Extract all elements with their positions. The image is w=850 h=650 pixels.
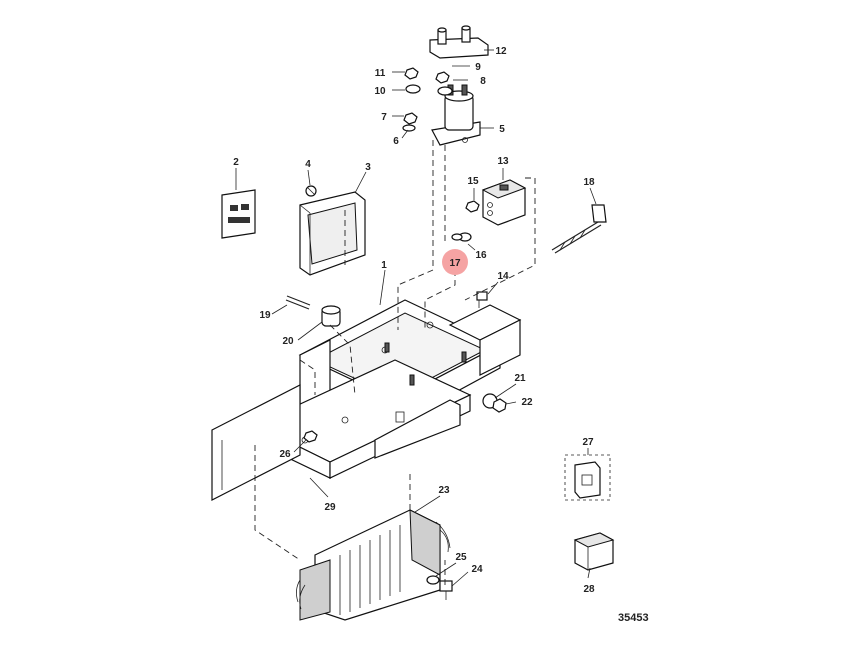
- bracket-nut: [303, 430, 318, 443]
- callout-label: 22: [521, 397, 533, 408]
- callout-label: 27: [582, 437, 594, 448]
- callout-24[interactable]: 24: [471, 564, 483, 575]
- callout-label: 3: [365, 162, 371, 173]
- callout-label: 11: [375, 68, 386, 79]
- callout-label: 19: [259, 310, 271, 321]
- callout-25[interactable]: 25: [455, 552, 467, 563]
- callout-14[interactable]: 14: [497, 271, 509, 282]
- mounting-bracket: [211, 299, 522, 501]
- callout-label: 4: [305, 159, 311, 170]
- callout-label: 24: [471, 564, 483, 575]
- relay: [573, 532, 615, 571]
- highlight-circle: [442, 249, 468, 275]
- relay-connector: [481, 179, 527, 226]
- callout-26[interactable]: 26: [279, 449, 291, 460]
- callout-29[interactable]: 29: [324, 502, 336, 513]
- nuts-and-washers: [402, 67, 453, 132]
- stud-and-spacer: [285, 295, 341, 327]
- callout-4[interactable]: 4: [305, 159, 311, 170]
- callout-label: 23: [438, 485, 450, 496]
- callout-23[interactable]: 23: [438, 485, 450, 496]
- callout-1[interactable]: 1: [381, 260, 387, 271]
- small-hardware: [451, 200, 488, 308]
- callout-11[interactable]: 11: [375, 68, 386, 79]
- callout-label: 2: [233, 157, 239, 168]
- callout-5[interactable]: 5: [499, 124, 505, 135]
- long-bolt: [551, 204, 607, 254]
- solenoid-cap: [429, 25, 489, 59]
- diagram-number: 35453: [618, 612, 649, 624]
- callout-21[interactable]: 21: [514, 373, 526, 384]
- callout-8[interactable]: 8: [480, 76, 486, 87]
- solenoid: [431, 84, 481, 146]
- callout-label: 12: [495, 46, 507, 57]
- decal: [221, 189, 256, 239]
- callout-label: 15: [467, 176, 479, 187]
- callout-label: 21: [514, 373, 526, 384]
- callout-label: 10: [374, 86, 386, 97]
- callout-16[interactable]: 16: [475, 250, 487, 261]
- callout-28[interactable]: 28: [583, 584, 595, 595]
- callout-17[interactable]: 17: [442, 249, 468, 275]
- callout-label: 20: [282, 336, 294, 347]
- callout-label: 8: [480, 76, 486, 87]
- callout-18[interactable]: 18: [583, 177, 595, 188]
- bolt-and-washer: [426, 575, 453, 600]
- leader-lines: [235, 49, 597, 587]
- callout-20[interactable]: 20: [282, 336, 294, 347]
- nut-and-washer: [482, 393, 507, 413]
- callout-label: 5: [499, 124, 505, 135]
- screw: [305, 185, 317, 197]
- callout-6[interactable]: 6: [393, 136, 399, 147]
- assembly-lines: [254, 140, 536, 585]
- callout-3[interactable]: 3: [365, 162, 371, 173]
- callout-label: 18: [583, 177, 595, 188]
- callout-13[interactable]: 13: [497, 156, 509, 167]
- module-cover: [299, 191, 366, 276]
- callout-label: 26: [279, 449, 291, 460]
- callout-label: 14: [497, 271, 509, 282]
- callout-label: 9: [475, 62, 481, 73]
- callout-9[interactable]: 9: [475, 62, 481, 73]
- callout-10[interactable]: 10: [374, 86, 386, 97]
- callout-label: 29: [324, 502, 336, 513]
- callout-22[interactable]: 22: [521, 397, 533, 408]
- callout-label: 7: [381, 112, 387, 123]
- voltage-regulator: [296, 509, 451, 621]
- callout-7[interactable]: 7: [381, 112, 387, 123]
- callout-12[interactable]: 12: [495, 46, 507, 57]
- callout-2[interactable]: 2: [233, 157, 239, 168]
- callout-label: 28: [583, 584, 595, 595]
- fuse-holder: [564, 454, 611, 501]
- callout-label: 17: [449, 258, 461, 269]
- callout-19[interactable]: 19: [259, 310, 271, 321]
- callout-27[interactable]: 27: [582, 437, 594, 448]
- callout-label: 13: [497, 156, 509, 167]
- callout-label: 1: [381, 260, 387, 271]
- callout-15[interactable]: 15: [467, 176, 479, 187]
- callout-label: 25: [455, 552, 467, 563]
- callout-label: 6: [393, 136, 399, 147]
- callout-label: 16: [475, 250, 487, 261]
